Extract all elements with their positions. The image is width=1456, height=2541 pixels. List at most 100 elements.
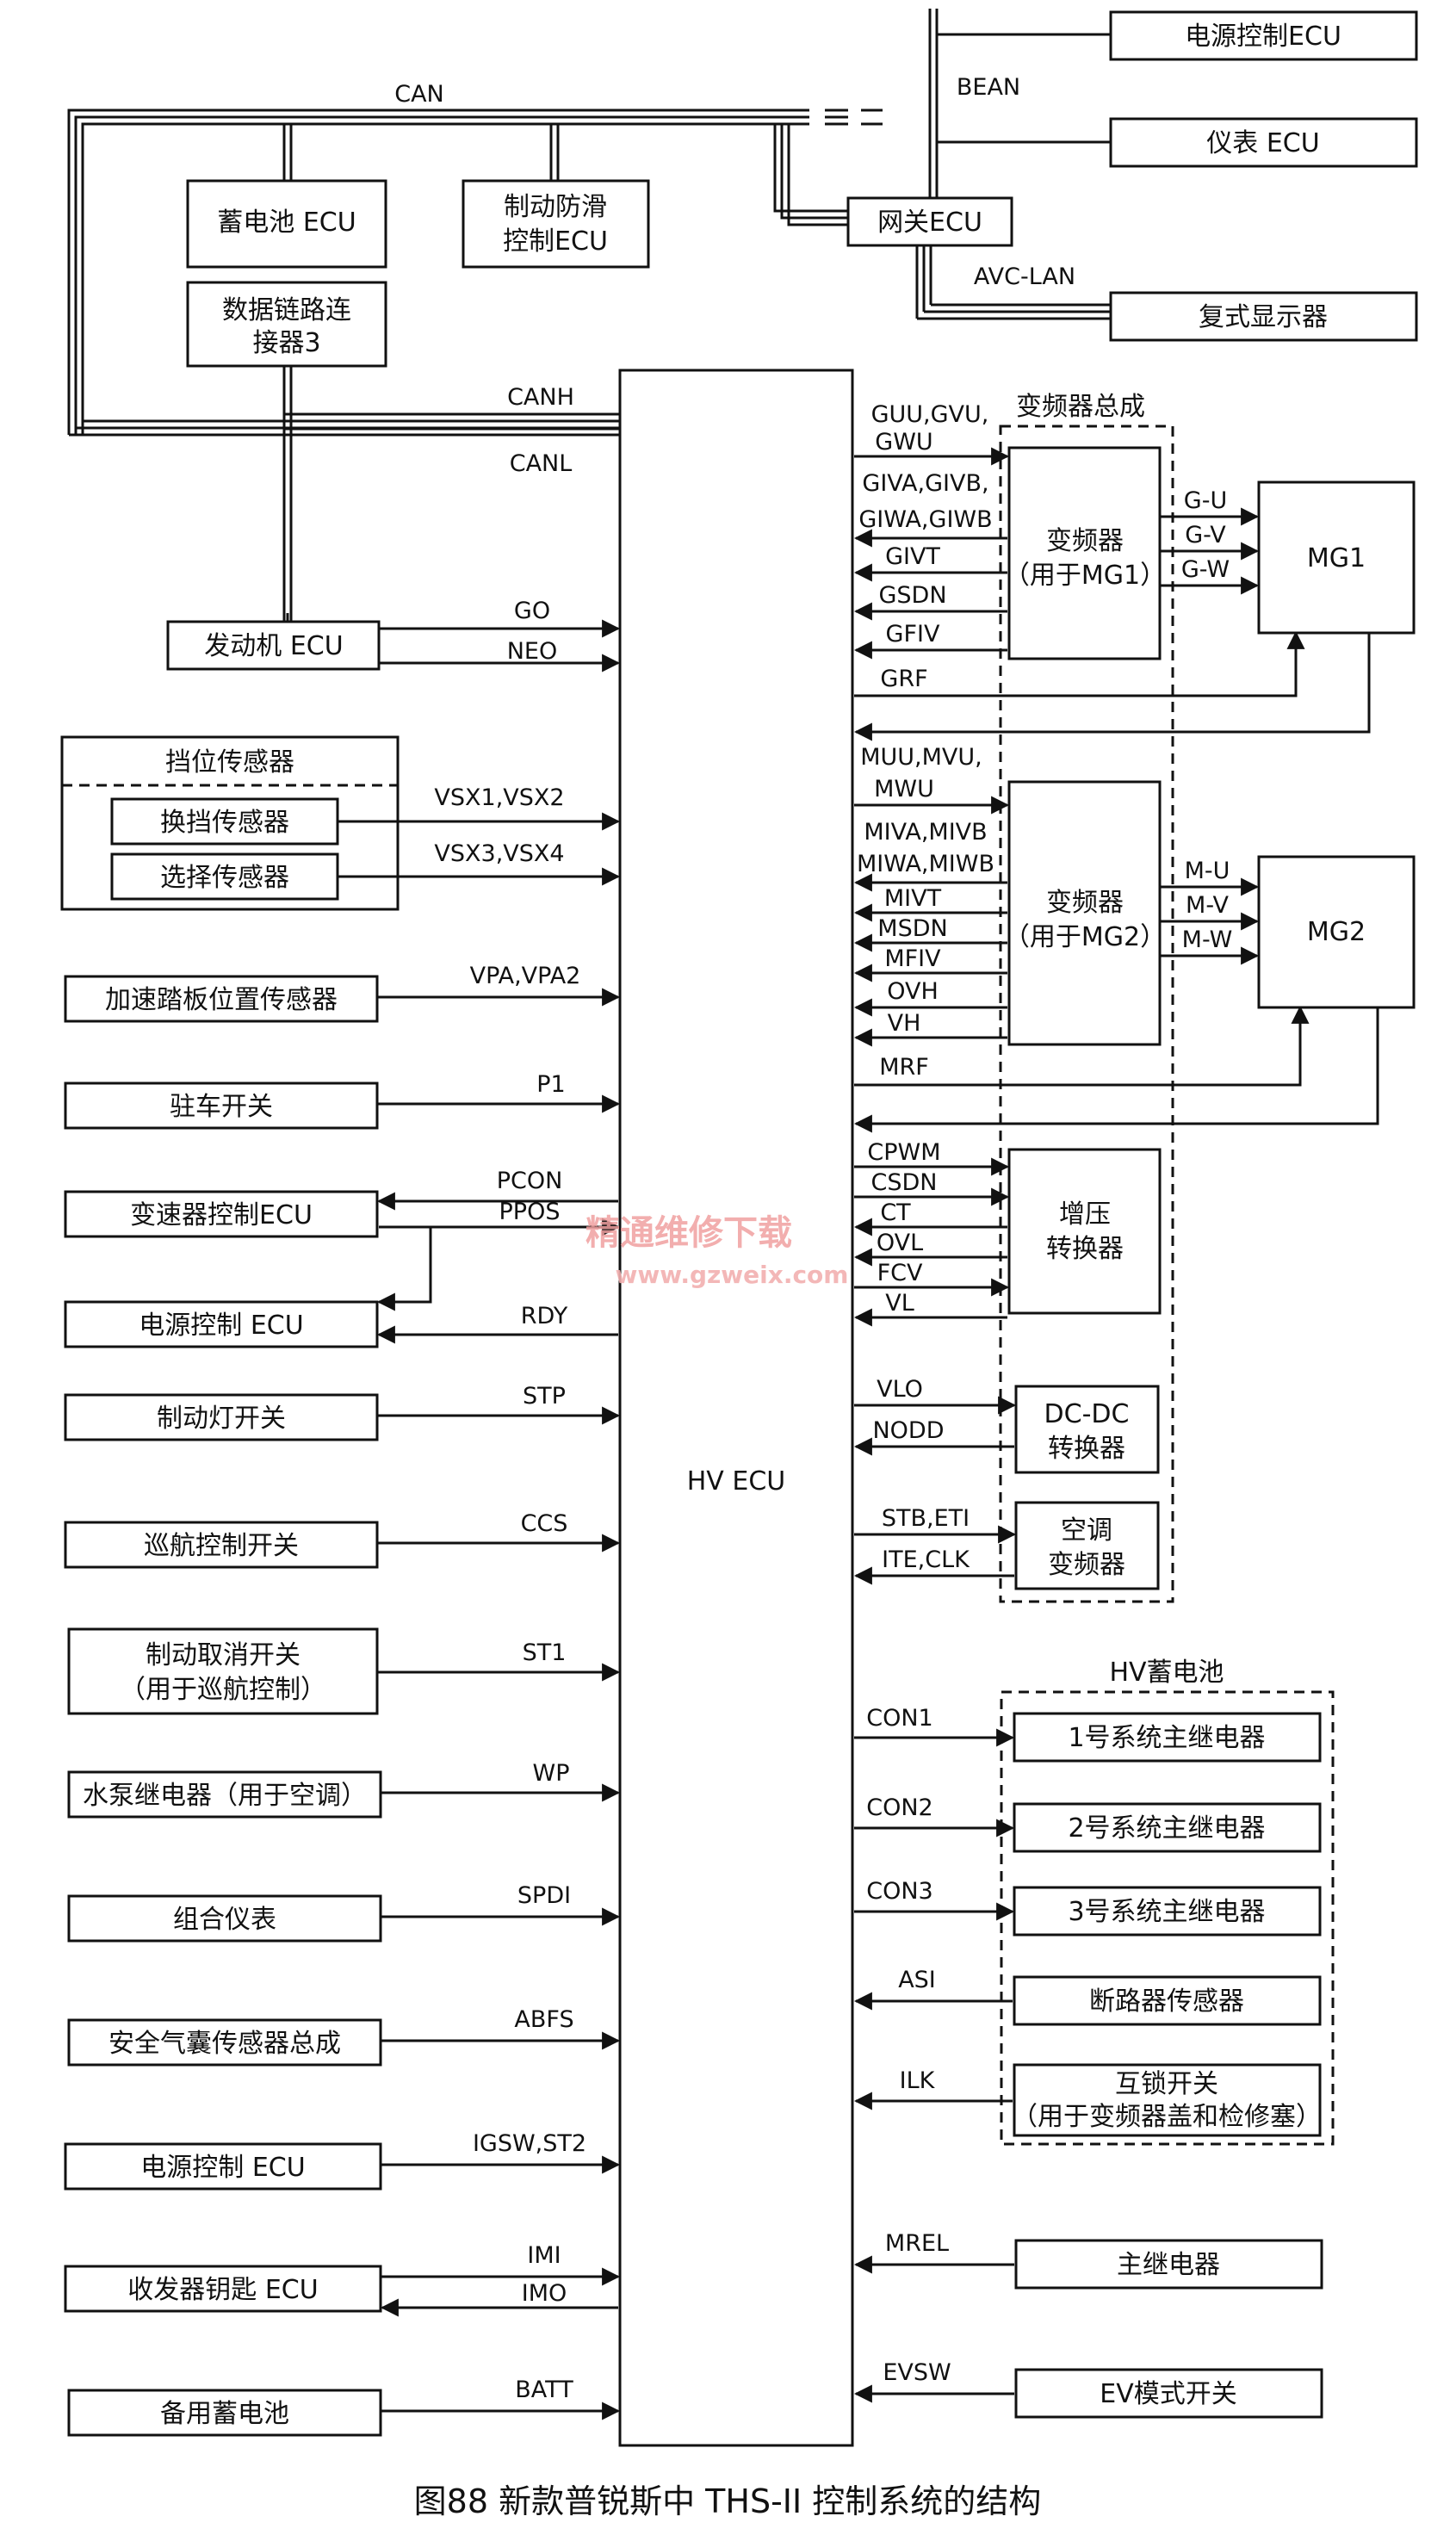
vlo-label: VLO (877, 1376, 923, 1403)
inverter-mg1-box (1007, 446, 1162, 660)
ovl-label: OVL (877, 1230, 923, 1256)
mg1-box (1257, 480, 1416, 635)
dcdc-converter-box (1014, 1385, 1160, 1474)
givt-label: GIVT (885, 543, 940, 570)
ac-inverter-label-1: 空调 (1061, 1515, 1112, 1546)
transponder-ecu-box (64, 2265, 382, 2313)
dlc3-label-1: 数据链路连 (222, 295, 351, 325)
csdn-label: CSDN (871, 1169, 938, 1196)
inverter-mg2-label-1: 变频器 (1046, 888, 1124, 918)
hv-ecu-box (618, 369, 854, 2447)
watermark-cn: 精通维修下载 (585, 1213, 792, 1253)
abs-ecu-label-2: 控制ECU (503, 226, 608, 257)
mrel-label: MREL (885, 2230, 949, 2257)
power-ecu-igsw-label: 电源控制 ECU (140, 2153, 305, 2183)
boost-converter-box (1007, 1148, 1162, 1315)
aux-battery-label: 备用蓄电池 (160, 2399, 289, 2429)
avc-lan-label: AVC-LAN (974, 263, 1075, 290)
pcon-label: PCON (497, 1168, 563, 1194)
aux-battery-box (67, 2389, 382, 2437)
boost-label-2: 转换器 (1046, 1234, 1124, 1264)
mu-label: M-U (1185, 858, 1230, 884)
transponder-ecu-label: 收发器钥匙 ECU (127, 2275, 318, 2305)
gu-label: G-U (1184, 487, 1227, 514)
inverter-mg1-label-1: 变频器 (1046, 526, 1124, 556)
battery-ecu-box (186, 179, 387, 269)
trans-ecu-label: 变速器控制ECU (130, 1200, 313, 1230)
stop-switch-box (64, 1393, 379, 1441)
cpwm-label: CPWM (867, 1139, 940, 1166)
mg2-label: MG2 (1307, 917, 1366, 947)
relay3-label: 3号系统主继电器 (1068, 1897, 1265, 1927)
inverter-assembly-title: 变频器总成 (1016, 392, 1145, 422)
combo-meter-box (67, 1894, 382, 1943)
cruise-switch-box (64, 1521, 379, 1569)
power-ecu-top-box (1109, 10, 1418, 61)
igsw-label: IGSW,ST2 (473, 2130, 586, 2157)
hv-ecu-label: HV ECU (687, 1466, 785, 1497)
inverter-mg2-box (1007, 780, 1162, 1046)
park-switch-label: 驻车开关 (170, 1092, 273, 1122)
wp-label: WP (533, 1760, 570, 1787)
dlc3-label-2: 接器3 (252, 328, 320, 358)
power-ecu-rdy-label: 电源控制 ECU (139, 1311, 303, 1341)
mfiv-label: MFIV (884, 945, 941, 972)
vsx12-label: VSX1,VSX2 (434, 784, 564, 811)
mw-label: M-W (1182, 927, 1233, 953)
giva-label-1: GIVA,GIVB, (862, 470, 988, 497)
cruise-switch-label: 巡航控制开关 (144, 1531, 299, 1561)
imo-label: IMO (522, 2280, 567, 2307)
con1-label: CON1 (866, 1705, 932, 1732)
accel-sensor-label: 加速踏板位置传感器 (105, 985, 338, 1015)
dcdc-label-2: 转换器 (1048, 1434, 1125, 1464)
ite-label: ITE,CLK (882, 1546, 970, 1573)
nodd-label: NODD (872, 1417, 944, 1444)
power-ecu-rdy-box (64, 1300, 379, 1348)
evsw-label: EVSW (883, 2359, 951, 2386)
canh-label: CANH (507, 384, 574, 411)
con2-label: CON2 (866, 1794, 932, 1821)
hv-battery-title: HV蓄电池 (1109, 1658, 1224, 1688)
dcdc-label-1: DC-DC (1044, 1399, 1130, 1429)
miva-label-2: MIWA,MIWB (857, 851, 994, 877)
breaker-sensor-box (1013, 1975, 1322, 2026)
ev-switch-box (1014, 2368, 1323, 2419)
ilk-label: ILK (900, 2067, 936, 2094)
meter-ecu-label: 仪表 ECU (1206, 128, 1319, 158)
engine-ecu-box (166, 620, 381, 671)
giva-label-2: GIWA,GIWB (858, 506, 992, 533)
muu-label-1: MUU,MVU, (860, 744, 982, 771)
battery-ecu-label: 蓄电池 ECU (217, 208, 356, 238)
pump-relay-label: 水泵继电器（用于空调） (83, 1781, 367, 1811)
main-relay-box (1014, 2239, 1323, 2290)
inverter-assembly-border (999, 425, 1174, 1603)
ppos-label: PPOS (499, 1199, 561, 1225)
power-ecu-igsw-box (64, 2142, 382, 2191)
gateway-ecu-label: 网关ECU (877, 208, 982, 238)
stp-label: STP (523, 1383, 566, 1410)
relay1-box (1013, 1712, 1322, 1763)
relay1-label: 1号系统主继电器 (1068, 1723, 1265, 1753)
interlock-label-1: 互锁开关 (1115, 2069, 1218, 2099)
relay2-box (1013, 1802, 1322, 1853)
batt-label: BATT (515, 2377, 573, 2403)
park-switch-box (64, 1081, 379, 1130)
dlc3-box (186, 281, 387, 368)
go-label: GO (514, 598, 550, 624)
pump-relay-box (67, 1770, 382, 1819)
vl-label: VL (885, 1290, 914, 1317)
interlock-switch-box (1013, 2063, 1322, 2137)
muu-label-2: MWU (874, 776, 934, 803)
breaker-sensor-label: 断路器传感器 (1089, 1986, 1244, 2017)
gv-label: G-V (1185, 522, 1226, 548)
miva-label-1: MIVA,MIVB (864, 819, 987, 846)
left-inputs: 发动机 ECU GO NEO 挡位传感器 换挡传感器 选择传感器 VSX1,VS… (60, 598, 621, 2437)
watermark-url: www.gzweix.com (616, 1261, 849, 1289)
rdy-label: RDY (521, 1303, 568, 1329)
stb-label: STB,ETI (882, 1505, 970, 1532)
mrf-label: MRF (879, 1054, 929, 1081)
boost-label-1: 增压 (1059, 1199, 1111, 1230)
gfiv-label: GFIV (886, 621, 940, 648)
mv-label: M-V (1186, 892, 1229, 919)
